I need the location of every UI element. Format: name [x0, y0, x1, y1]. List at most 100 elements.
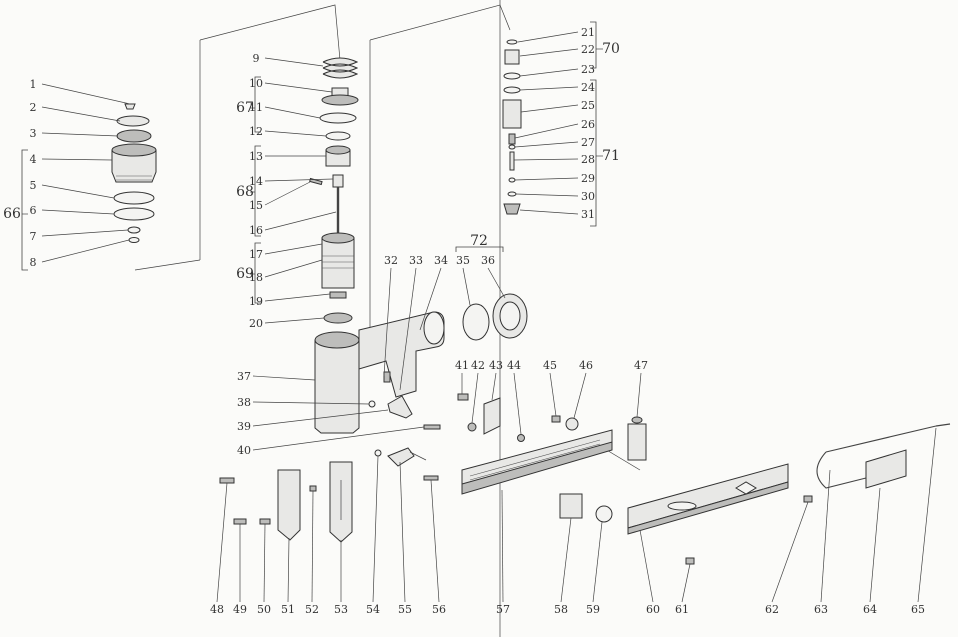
part-label-12: 12 [249, 125, 263, 138]
part-60-rail [627, 463, 789, 535]
leader-27 [514, 141, 579, 148]
leader-59 [592, 521, 603, 603]
part-label-24: 24 [581, 81, 595, 94]
leader-58 [560, 517, 572, 603]
part-label-6: 6 [30, 204, 37, 217]
part-label-13: 13 [249, 150, 263, 163]
group-label-66: 66 [3, 206, 21, 222]
part-label-11: 11 [249, 101, 263, 114]
part-label-41: 41 [455, 359, 469, 372]
part-label-7: 7 [30, 230, 37, 243]
part-label-9: 9 [253, 52, 260, 65]
part-label-53: 53 [334, 603, 348, 616]
leader-52 [311, 490, 314, 603]
leader-5 [41, 184, 115, 199]
leader-32 [383, 267, 392, 377]
leader-55 [399, 461, 406, 603]
group-label-72: 72 [470, 233, 488, 249]
part-label-4: 4 [30, 153, 37, 166]
part-label-58: 58 [554, 603, 568, 616]
part-label-18: 18 [249, 271, 263, 284]
part-63-spring-wire [816, 425, 937, 489]
part-label-61: 61 [675, 603, 689, 616]
part-5-o-ring [113, 191, 155, 205]
part-label-32: 32 [384, 254, 398, 267]
part-57-magazine [461, 429, 613, 495]
leader-62 [771, 501, 809, 603]
leader-63 [820, 469, 831, 603]
part-label-57: 57 [496, 603, 510, 616]
part-38-pin [368, 400, 376, 408]
part-2-clip [116, 115, 150, 127]
leader-11 [264, 106, 321, 119]
leader-65 [917, 427, 937, 603]
leader-47 [636, 372, 642, 418]
group-label-71: 71 [602, 148, 620, 164]
tool-body-part-37 [314, 311, 445, 434]
part-label-17: 17 [249, 248, 263, 261]
part-16-driver-head [332, 174, 344, 188]
leader-25 [520, 104, 579, 113]
part-label-63: 63 [814, 603, 828, 616]
part-13-ring [325, 131, 351, 141]
part-label-60: 60 [646, 603, 660, 616]
leader-48 [216, 482, 228, 603]
part-48-screw [219, 477, 235, 484]
part-label-26: 26 [581, 118, 595, 131]
part-label-59: 59 [586, 603, 600, 616]
cap-assembly-parts [111, 103, 157, 243]
end-cap-parts [462, 293, 528, 341]
leader-16 [264, 211, 337, 231]
part-40-pin [423, 424, 441, 430]
leader-34 [419, 267, 442, 331]
leader-43 [491, 372, 497, 401]
part-label-39: 39 [237, 420, 251, 433]
leader-60 [639, 529, 654, 603]
leader-17 [264, 243, 323, 255]
leader-24 [519, 86, 579, 91]
leader-50 [263, 523, 266, 603]
part-label-40: 40 [237, 444, 251, 457]
part-1-screw [124, 103, 136, 110]
leader-36 [487, 267, 506, 299]
part-3-washer [116, 129, 152, 143]
part-label-55: 55 [398, 603, 412, 616]
leader-64 [869, 487, 881, 603]
group-label-68: 68 [236, 184, 254, 200]
leader-7 [41, 229, 129, 237]
part-label-49: 49 [233, 603, 247, 616]
leader-3 [41, 132, 119, 137]
part-51-nose-plate [277, 469, 301, 541]
part-label-50: 50 [257, 603, 271, 616]
leader-33 [399, 267, 417, 391]
part-label-2: 2 [30, 101, 37, 114]
part-50-screw [259, 518, 271, 525]
part-65-pin [935, 423, 951, 427]
leader-28 [513, 158, 579, 161]
part-label-38: 38 [237, 396, 251, 409]
part-39-trigger [387, 395, 413, 419]
part-label-52: 52 [305, 603, 319, 616]
leader-37 [252, 375, 316, 381]
group-label-70: 70 [602, 41, 620, 57]
trigger-valve-parts [502, 39, 522, 215]
part-label-16: 16 [249, 224, 263, 237]
part-label-34: 34 [434, 254, 448, 267]
leader-22 [519, 48, 579, 57]
part-47-latch-block [627, 416, 647, 461]
part-label-56: 56 [432, 603, 446, 616]
part-label-42: 42 [471, 359, 485, 372]
part-55-latch [387, 447, 415, 467]
leader-26 [514, 123, 579, 139]
group-label-67: 67 [236, 100, 254, 116]
nose-parts [219, 461, 353, 543]
part-label-51: 51 [281, 603, 295, 616]
leader-1 [41, 83, 131, 105]
leader-61 [681, 563, 691, 603]
leader-23 [519, 68, 579, 77]
leader-51 [287, 537, 290, 603]
part-62-screw [803, 495, 813, 503]
group-label-69: 69 [236, 266, 254, 282]
part-52-screw [309, 485, 317, 492]
